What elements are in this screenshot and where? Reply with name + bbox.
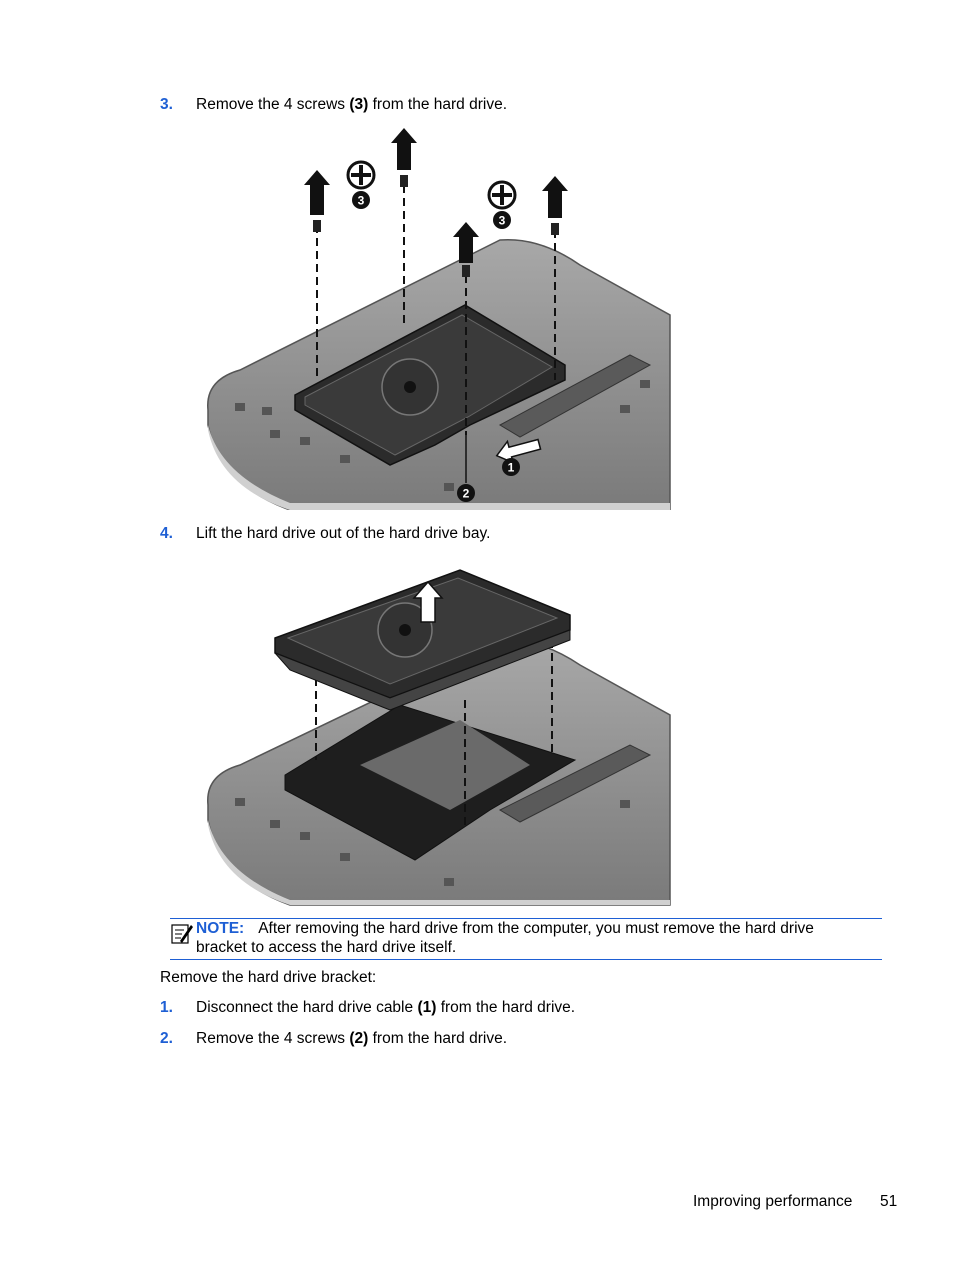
figure-remove-screws: 3 3 1 2	[207, 128, 671, 510]
svg-text:1: 1	[508, 461, 515, 475]
note-text-line2: bracket to access the hard drive itself.	[196, 939, 457, 956]
note-label: NOTE:	[196, 920, 245, 937]
step-number: 2.	[160, 1030, 173, 1047]
page-number: 51	[880, 1193, 898, 1210]
svg-text:3: 3	[358, 194, 365, 208]
step-text: Lift the hard drive out of the hard driv…	[196, 525, 491, 542]
step-number: 4.	[160, 525, 173, 542]
step-text: Remove the 4 screws (2) from the hard dr…	[196, 1030, 507, 1047]
intro-text: Remove the hard drive bracket:	[160, 969, 377, 986]
step-number: 1.	[160, 999, 173, 1016]
step-text: Disconnect the hard drive cable (1) from…	[196, 999, 576, 1016]
callout-2: 2	[457, 484, 475, 502]
note-text-line1: NOTE:After removing the hard drive from …	[196, 920, 814, 937]
note-box: NOTE:After removing the hard drive from …	[170, 918, 882, 960]
step-text: Remove the 4 screws (3) from the hard dr…	[196, 96, 507, 113]
svg-text:3: 3	[499, 214, 506, 228]
step-number: 3.	[160, 96, 173, 113]
svg-text:2: 2	[463, 487, 470, 501]
callout-3a: 3	[352, 191, 370, 209]
callout-3b: 3	[493, 211, 511, 229]
note-pencil-icon	[171, 924, 193, 944]
figure-lift-drive	[207, 569, 671, 906]
footer-section: Improving performance	[693, 1193, 853, 1210]
callout-1: 1	[502, 458, 520, 476]
